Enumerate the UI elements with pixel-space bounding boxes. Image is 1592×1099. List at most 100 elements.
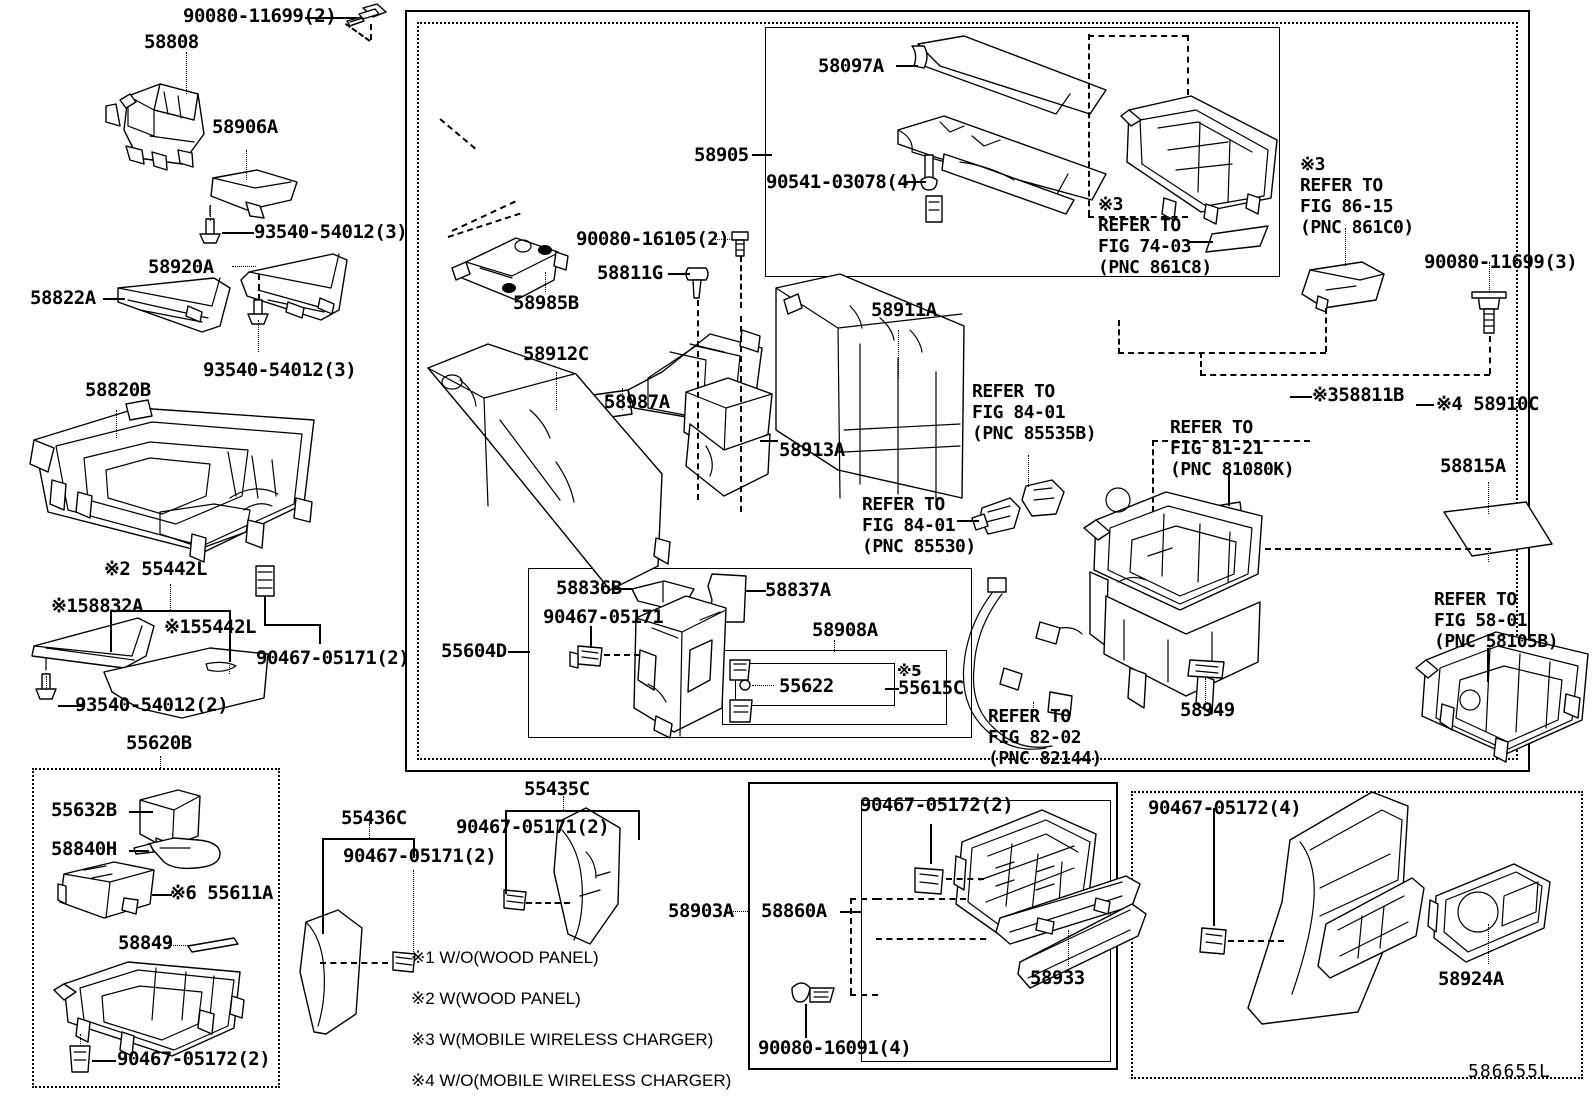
bracket-55442L-top	[110, 610, 230, 612]
label-55611A-x6: ※6 55611A	[170, 882, 273, 904]
leader-58849	[168, 945, 190, 946]
dash-90467-05171	[604, 654, 640, 656]
leader-93540-54012-3a	[222, 232, 254, 234]
label-55442L-x1: ※155442L	[164, 616, 257, 638]
rear-panel-subframe	[1131, 791, 1583, 1079]
leader-58913A	[760, 440, 778, 442]
leader-90467-05172-2a	[92, 1060, 116, 1062]
leader-58920A	[232, 266, 256, 267]
leader-55632B	[129, 811, 153, 813]
leader-58912C	[556, 372, 557, 410]
dash-58860A-dn	[850, 994, 878, 996]
leader-55436C	[369, 824, 370, 838]
label-58811G: 58811G	[597, 262, 663, 284]
label-58836B: 58836B	[556, 577, 622, 599]
label-58911A: 58911A	[871, 299, 937, 321]
bracket-55442L-right	[229, 610, 231, 662]
leader-58933	[1068, 930, 1069, 966]
leader-58911A	[898, 330, 899, 378]
bracket-55436C-left	[322, 838, 324, 934]
label-58924A: 58924A	[1438, 968, 1504, 990]
part-58820B-art	[30, 400, 314, 562]
label-refer-82-02: REFER TO FIG 82-02 (PNC 82144)	[988, 706, 1102, 769]
leader-58832A	[110, 630, 111, 650]
leader-90467-05171	[590, 626, 592, 648]
leader-90080-16105-2	[712, 239, 732, 240]
leader-90467-05171-2a-h	[264, 624, 320, 626]
dash-charger-right	[1187, 35, 1189, 95]
label-58905: 58905	[694, 144, 749, 166]
bracket-55436C-right	[413, 838, 415, 858]
dash-58815A-h	[1265, 548, 1491, 550]
leader-58910C	[1416, 404, 1434, 406]
dash-93540-3b	[258, 274, 260, 300]
label-90467-05172-4: 90467-05172(4)	[1148, 797, 1302, 819]
part-58920A-art	[241, 254, 347, 320]
label-refer-85535B: REFER TO FIG 84-01 (PNC 85535B)	[972, 381, 1097, 444]
leader-58837A	[746, 590, 766, 592]
leader-refer-85530	[957, 520, 979, 522]
label-93540-54012-3b: 93540-54012(3)	[203, 359, 357, 381]
dash-charger-bottom	[1088, 216, 1188, 218]
label-58910C-x4: ※4 58910C	[1436, 393, 1539, 415]
label-55615C-x5: ※5	[897, 662, 922, 680]
dash-93540-3a	[210, 205, 211, 221]
dash-55435C-clip	[526, 902, 570, 904]
bracket-55436C-top	[322, 838, 414, 840]
leader-93540-54012-3b	[258, 320, 259, 352]
dash-58811B-v	[1325, 308, 1327, 352]
leader-55622	[752, 685, 774, 686]
label-90080-11699-3: 90080-11699(3)	[1424, 251, 1578, 273]
tray-subframe-55620B	[32, 768, 280, 1088]
label-55604D: 55604D	[441, 640, 507, 662]
label-58820B: 58820B	[85, 379, 151, 401]
label-58912C: 58912C	[523, 343, 589, 365]
leader-58924A	[1488, 924, 1489, 964]
leader-refer-58-01	[1487, 648, 1489, 682]
part-58832A-art	[32, 618, 154, 668]
dash-16105-b	[740, 316, 742, 512]
leader-refer-86-15	[1345, 228, 1346, 266]
label-58815A: 58815A	[1440, 455, 1506, 477]
part-58906A-art	[211, 170, 297, 218]
label-58837A: 58837A	[765, 579, 831, 601]
main-assembly-inner-frame	[417, 22, 1518, 760]
label-58811B-x3: ※358811B	[1312, 384, 1405, 406]
label-55615C: 55615C	[898, 677, 964, 699]
leader-90080-11699-2	[305, 17, 357, 19]
leader-58820B	[116, 410, 117, 438]
label-58949: 58949	[1180, 699, 1235, 721]
dash-90080-11699-2	[370, 24, 372, 40]
dash-16105-a	[740, 256, 742, 308]
label-58987A: 58987A	[604, 391, 670, 413]
label-55435C: 55435C	[524, 778, 590, 800]
leader-90467-05171-2a-v	[264, 596, 266, 624]
dash-90467-05172-4	[1228, 940, 1284, 942]
footnote-list: ※1 W/O(WOOD PANEL)※2 W(WOOD PANEL)※3 W(M…	[411, 948, 731, 1090]
label-58808: 58808	[144, 31, 199, 53]
label-90541-03078-4: 90541-03078(4)	[766, 171, 920, 193]
footnote-4: ※4 W/O(MOBILE WIRELESS CHARGER)	[411, 1071, 732, 1091]
leader-58808	[186, 52, 187, 94]
diagram-code: 586655L	[1468, 1061, 1551, 1082]
part-58822A-art	[118, 278, 230, 332]
leader-58815A-b	[1488, 548, 1489, 562]
dash-58811B-up	[1118, 320, 1120, 354]
label-58860A: 58860A	[761, 900, 827, 922]
dash-58910C-h	[1200, 374, 1490, 376]
label-90080-16091-4: 90080-16091(4)	[758, 1037, 912, 1059]
dash-58860A-trim	[876, 938, 986, 940]
label-55622: 55622	[779, 675, 834, 697]
leader-58097A	[896, 65, 918, 67]
leader-55435C	[563, 796, 564, 810]
main-assembly-frame	[405, 10, 1530, 772]
leader-58905	[752, 154, 772, 156]
clip-90467-05171-2c-art	[504, 890, 526, 910]
dash-58910C-up	[1200, 352, 1202, 376]
label-55442L-x2: ※2 55442L	[104, 558, 207, 580]
leader-58836B	[612, 588, 632, 590]
leader-90467-05172-4	[1213, 808, 1215, 926]
leader-58840H	[129, 850, 149, 852]
dash-93540-2	[46, 676, 47, 690]
leader-55442L-x1	[229, 658, 230, 674]
